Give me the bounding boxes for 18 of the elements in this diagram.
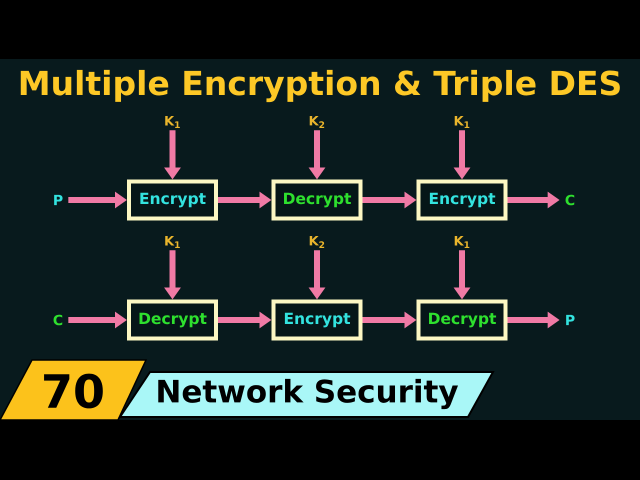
symbol-label: C: [566, 194, 574, 206]
process-box: Decrypt: [127, 300, 218, 340]
symbol-label: P: [54, 194, 63, 206]
process-box: Encrypt: [416, 180, 508, 220]
key-label: K$_{2}$: [310, 236, 324, 248]
process-box: Decrypt: [272, 180, 362, 220]
symbol-label: C: [54, 314, 62, 326]
title: Multiple Encryption & Triple DES: [20, 70, 620, 102]
process-box: Encrypt: [272, 300, 362, 340]
symbol-label: P: [566, 314, 575, 326]
number-badge: 70: [0, 359, 148, 421]
key-label: K$_{2}$: [310, 116, 324, 128]
key-label: K$_{1}$: [165, 236, 180, 248]
key-label: K$_{1}$: [165, 116, 180, 128]
key-label: K$_{1}$: [454, 236, 470, 248]
process-box: Encrypt: [127, 180, 218, 220]
key-label: K$_{1}$: [454, 116, 470, 128]
process-box: Decrypt: [416, 300, 508, 340]
